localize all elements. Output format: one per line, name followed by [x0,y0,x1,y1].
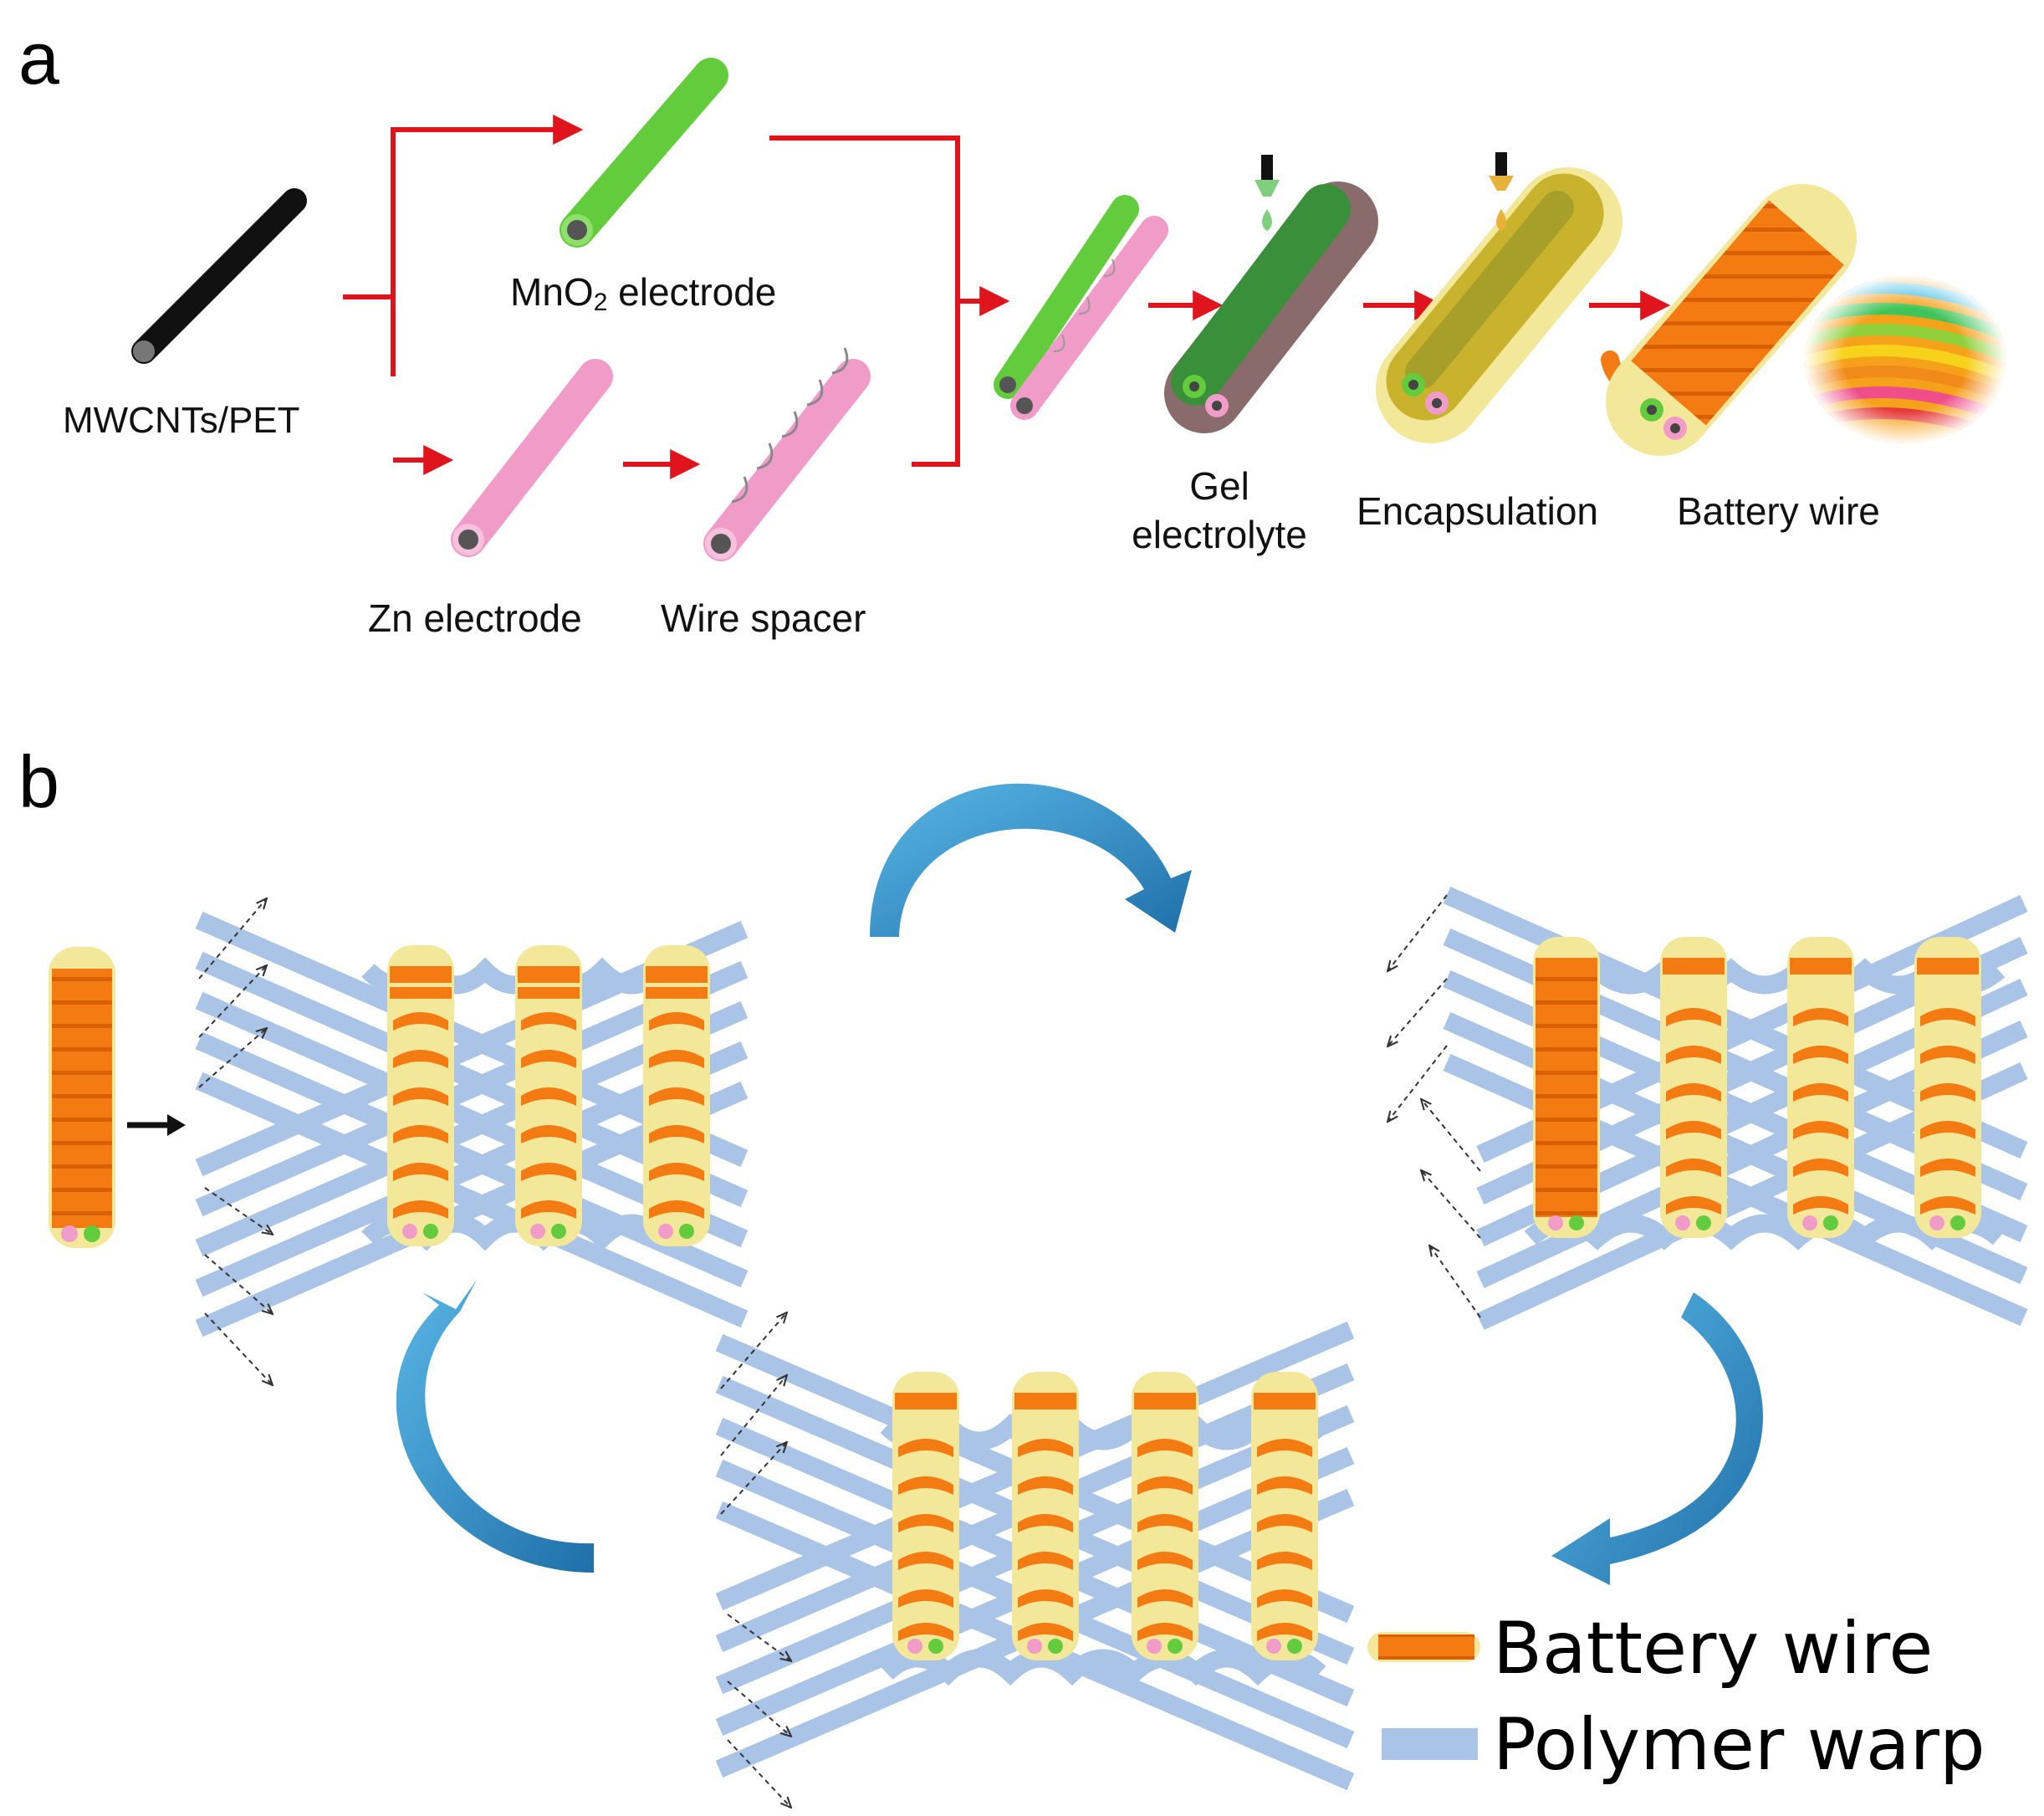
legend-label-polymer-warp: Polymer warp [1493,1703,1985,1787]
label-zn-electrode: Zn electrode [368,596,582,640]
label-mno2-electrode: MnO2 electrode [510,270,776,316]
cycle-arrow-right [1551,1292,1763,1585]
legend-swatch-battery-wire [1367,1632,1480,1662]
zn-electrode-wire [451,359,613,557]
warp-motion-arrows-3 [720,1313,790,1807]
label-battery-wire: Battery wire [1677,489,1880,533]
cycle-arrow-top [870,783,1192,937]
mno2-electrode-wire [560,58,728,248]
label-substrate: MWCNTs/PET [63,400,300,441]
mwcnt-pet-wire [131,188,307,364]
weave-unit-1 [195,899,749,1384]
cycle-arrow-left [396,1280,594,1573]
label-gel-line1: Gel [1189,464,1249,508]
label-encapsulation: Encapsulation [1357,489,1598,533]
legend-swatch-polymer-warp [1382,1728,1478,1760]
weave-unit-2 [1388,886,2028,1330]
loose-battery-wire [49,947,115,1248]
panel-a-letter: a [18,17,59,100]
paired-electrodes [994,195,1168,420]
label-wire-spacer: Wire spacer [661,596,866,640]
flow-arrows [343,115,1671,479]
woven-fabric-swatch [1805,276,2006,443]
warp-motion-arrows-1 [198,899,272,1384]
legend-label-battery-wire: Battery wire [1493,1607,1933,1691]
gel-electrolyte-wire [1164,182,1378,433]
wire-spacer-wire [703,347,871,561]
battery-wire-coil [1601,184,1857,456]
woven-battery-wires-3 [892,1372,1318,1660]
panel-b-letter: b [18,740,59,823]
warp-motion-arrows-2 [1388,894,1481,1318]
gel-dropper-icon [1255,155,1280,231]
legend: Battery wire Polymer warp [1367,1607,1985,1787]
encapsulated-wire [1376,167,1622,443]
label-gel-line2: electrolyte [1132,513,1307,556]
insert-arrow-icon [127,1114,186,1136]
woven-battery-wires-2 [1533,937,1981,1238]
woven-battery-wires-1 [387,945,710,1246]
encapsulation-dropper-icon [1489,152,1514,231]
weave-unit-3 [715,1313,1355,1807]
